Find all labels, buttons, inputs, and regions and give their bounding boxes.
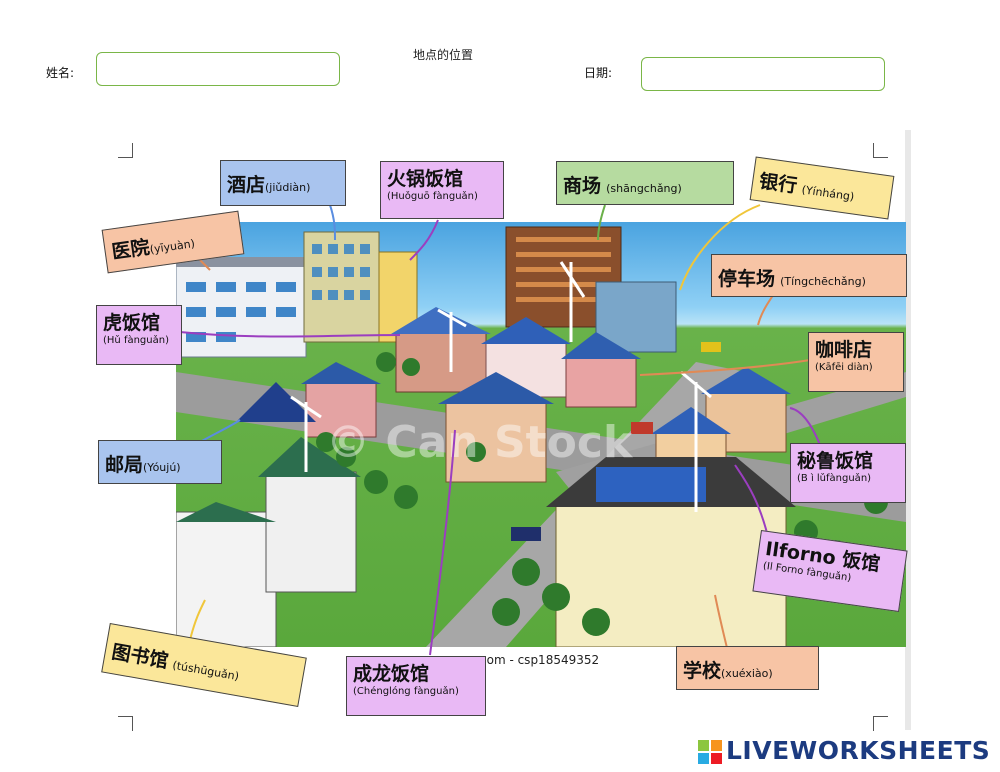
label-school: 学校(xuéxiào)	[676, 646, 819, 690]
date-label: 日期:	[584, 66, 613, 80]
worksheet-title: 地点的位置	[413, 48, 474, 62]
page-edge	[905, 130, 911, 730]
label-hotel: 酒店(jiǔdiàn)	[220, 160, 346, 206]
tent	[236, 382, 316, 422]
crop-mark	[118, 716, 133, 731]
label-parking-lot: 停车场 (Tíngchēchǎng)	[711, 254, 907, 297]
label-peruvian-restaurant: 秘鲁饭馆(B ì lǔfànguǎn)	[790, 443, 906, 503]
house	[305, 381, 377, 438]
name-field[interactable]	[96, 52, 340, 86]
car	[511, 527, 541, 541]
city-scene	[176, 226, 906, 647]
label-jackie-chan-restaurant: 成龙饭馆(Chénglóng fànguǎn)	[346, 656, 486, 716]
label-hotpot-restaurant: 火锅饭馆(Huǒguō fànguǎn)	[380, 161, 504, 219]
house	[445, 401, 547, 483]
label-tiger-restaurant: 虎饭馆(Hǔ fànguǎn)	[96, 305, 182, 365]
car	[701, 342, 721, 352]
city-illustration: © Can Stock	[176, 222, 906, 647]
date-field[interactable]	[641, 57, 885, 91]
stock-watermark: © Can Stock	[326, 417, 633, 468]
library-building	[265, 471, 357, 593]
stock-credit: com - csp18549352	[480, 653, 600, 667]
crop-mark	[118, 143, 133, 158]
house	[565, 356, 637, 408]
car	[631, 422, 653, 434]
liveworksheets-logo-icon	[698, 740, 722, 764]
name-label: 姓名:	[46, 66, 75, 80]
crop-mark	[873, 716, 888, 731]
label-post-office: 邮局(Yóujú)	[98, 440, 222, 484]
liveworksheets-brand[interactable]: LIVEWORKSHEETS	[726, 736, 991, 765]
crop-mark	[873, 143, 888, 158]
label-coffee-shop: 咖啡店(Kāfēi diàn)	[808, 332, 904, 392]
label-mall: 商场 (shāngchǎng)	[556, 161, 734, 205]
